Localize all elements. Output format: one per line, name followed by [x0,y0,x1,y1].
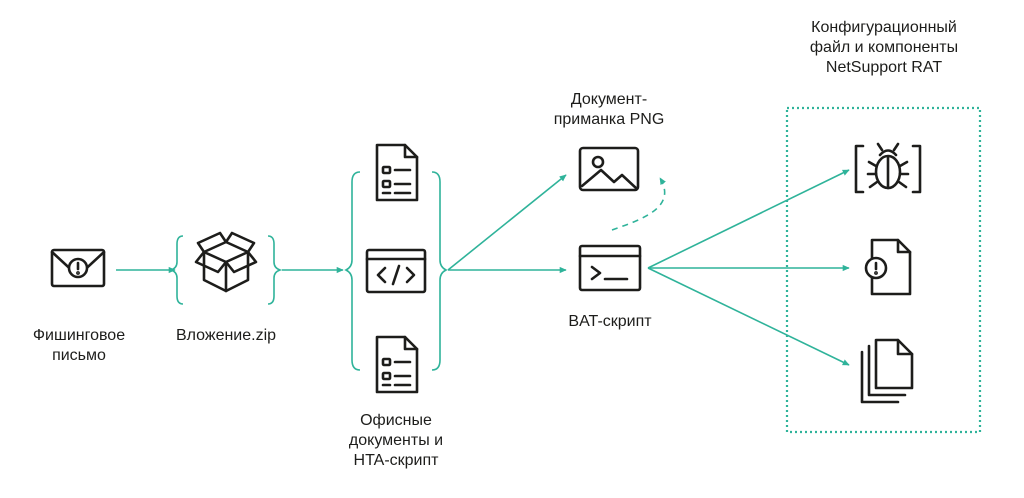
dashed-arrow-bat-to-png [611,177,666,231]
document-icon [375,143,419,202]
decoy-png-label: Документ- приманка PNG [553,91,665,128]
phishing-email-label: Фишинговое письмо [32,327,126,364]
image-icon [578,146,640,192]
arrow-bat-to-files [647,267,850,366]
arrow-bat-to-bug [647,169,850,269]
bug-icon [854,142,922,194]
office-bracket [344,171,448,371]
box-icon [194,231,258,293]
files-icon [860,338,914,404]
bat-script-label: BAT-скрипт [568,313,652,330]
code-icon [365,248,427,294]
netsupport-group-box [785,106,982,434]
file-warning-icon [864,238,912,296]
arrow-office-to-png [447,174,567,271]
zip-bracket [168,235,283,305]
envelope-warning-icon [50,248,106,288]
terminal-icon [578,244,642,292]
attachment-zip-label: Вложение.zip [175,327,277,344]
office-docs-label: Офисные документы и HTA-скрипт [348,412,444,469]
netsupport-label: Конфигурационный файл и компоненты NetSu… [809,19,959,76]
document-icon [375,335,419,394]
